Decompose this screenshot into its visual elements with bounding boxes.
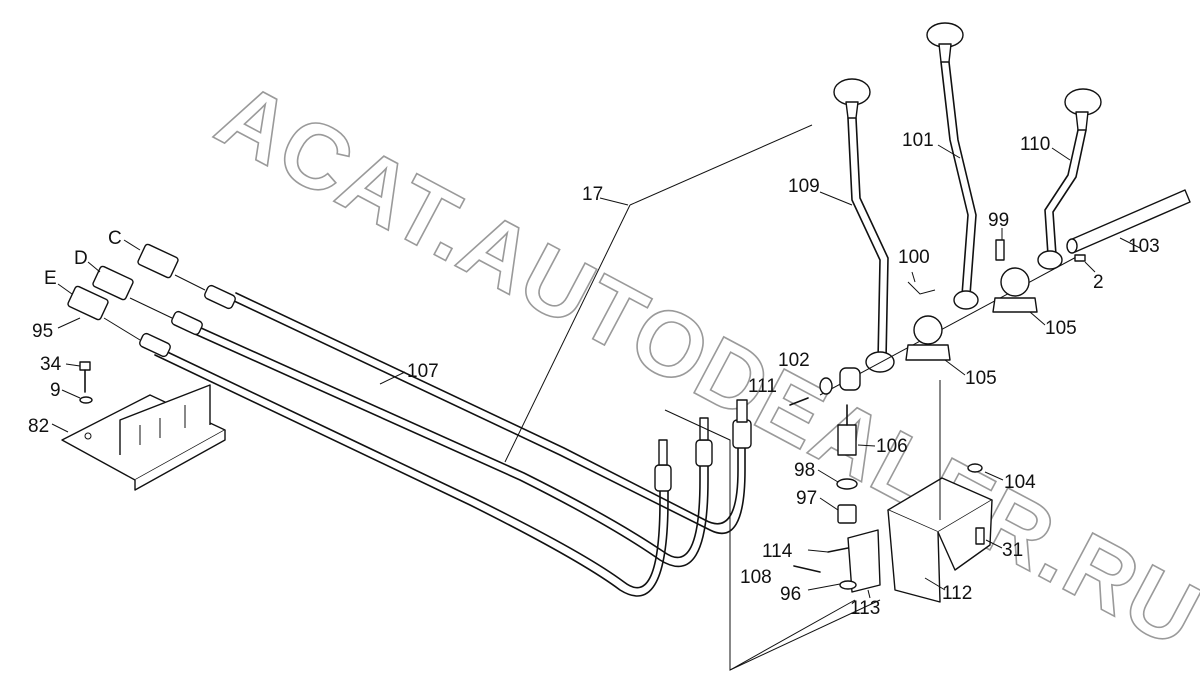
callout-111: 111	[748, 376, 777, 397]
callout-C: C	[108, 228, 122, 249]
callout-107: 107	[407, 361, 439, 382]
callout-31: 31	[1002, 540, 1023, 561]
screw-111	[789, 397, 809, 406]
callout-9: 9	[50, 380, 61, 401]
callout-109: 109	[788, 176, 820, 197]
fork-106	[837, 404, 857, 456]
control-cables	[154, 292, 746, 597]
washer-98	[836, 478, 858, 490]
clevis-c	[137, 243, 236, 310]
callout-96: 96	[780, 584, 801, 605]
block-97	[837, 504, 857, 524]
leader-17	[504, 124, 813, 463]
bolt-34	[79, 361, 91, 393]
callout-17: 17	[582, 184, 603, 205]
callout-99: 99	[988, 210, 1009, 231]
callout-34: 34	[40, 354, 62, 375]
lever-101	[926, 22, 979, 310]
cable-end-fittings	[654, 399, 752, 492]
callout-108: 108	[740, 567, 772, 588]
lever-109	[833, 78, 895, 373]
callout-104: 104	[1004, 472, 1036, 493]
pin-100	[907, 281, 936, 295]
nut-96	[839, 580, 857, 590]
clevis-d	[92, 265, 203, 336]
bracket-82	[61, 384, 226, 491]
callout-D: D	[74, 248, 88, 269]
callout-2: 2	[1093, 272, 1104, 293]
pin-99	[995, 239, 1005, 261]
callout-95: 95	[32, 321, 53, 342]
washer-9	[79, 396, 93, 404]
bearing-105-left	[905, 315, 951, 361]
pivot-shaft	[819, 254, 1081, 396]
callout-100: 100	[898, 247, 930, 268]
callout-103: 103	[1128, 236, 1160, 257]
callout-106: 106	[876, 436, 908, 457]
pin-2	[1074, 254, 1086, 262]
callout-82: 82	[28, 416, 49, 437]
callout-114: 114	[762, 541, 793, 562]
bushing-102	[819, 367, 861, 395]
plate-113	[847, 529, 881, 593]
callout-102: 102	[778, 350, 810, 371]
assembly-guide-lines	[664, 409, 881, 671]
callout-101: 101	[902, 130, 934, 151]
bolt-114	[827, 547, 849, 553]
clevis-e	[67, 285, 171, 358]
callout-110: 110	[1020, 134, 1050, 155]
callout-98: 98	[794, 460, 815, 481]
callout-105-right: 105	[1045, 318, 1077, 339]
bearing-105-right	[992, 267, 1038, 313]
callout-112: 112	[942, 583, 972, 604]
callout-E: E	[44, 268, 57, 289]
shaft-103	[1066, 189, 1191, 254]
bolt-104	[967, 463, 983, 473]
callout-105-left: 105	[965, 368, 997, 389]
lever-110	[1037, 88, 1102, 270]
bolt-31	[975, 527, 985, 545]
callout-113: 113	[850, 598, 880, 619]
callouts: 17 109 101 110 103 99 100 2 105 105 102 …	[28, 130, 1160, 619]
bolt-108	[793, 565, 821, 573]
callout-97: 97	[796, 488, 817, 509]
